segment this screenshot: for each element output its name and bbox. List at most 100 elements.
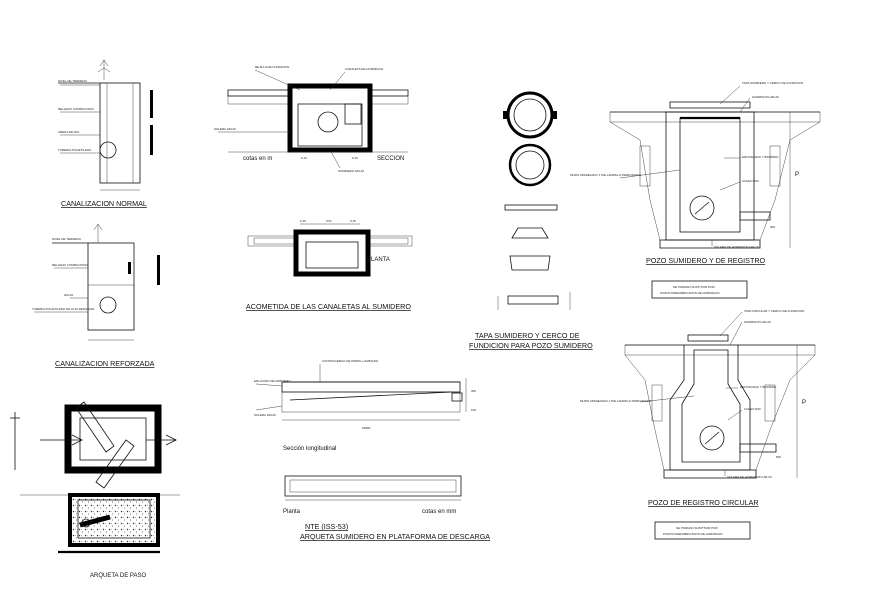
pc-callout-5: COLECTOR [727, 407, 761, 421]
svg-text:NIVEL DE TERRENO: NIVEL DE TERRENO [52, 237, 82, 241]
ac-dim-b2: 0.15 [352, 156, 358, 160]
pc-callout-1: TAPA CIRCULAR Y CERCO DE FUNDICION [719, 309, 804, 337]
ps-callout-1: TAPA SUMIDERO Y CERCO DE FUNDICION [719, 81, 803, 105]
svg-text:SOLERA DE HORMIGON HM-20: SOLERA DE HORMIGON HM-20 [727, 475, 772, 479]
svg-text:CONTRACERCO DE PERFIL LAMINADO: CONTRACERCO DE PERFIL LAMINADO [322, 359, 379, 363]
ps-note-1: SE PODRAN SUSTITUIR POR [673, 285, 716, 289]
acometida-planta-label: PLANTA [367, 257, 390, 263]
ps-dim: 300 [770, 225, 775, 229]
arqueta-paso-title: ARQUETA DE PASO [90, 573, 146, 579]
ac-dim-3: 0.15 [350, 219, 356, 223]
svg-text:ENLUCIDO DE MORTERO: ENLUCIDO DE MORTERO [254, 379, 291, 383]
arqueta-sumidero-plan: Planta cotas en mm NTE (ISS-53) ARQUETA … [283, 475, 490, 541]
ac-callout-2: CANALETA DE HORMIGON [329, 67, 383, 91]
cn-callout-4: TUBERIA POLIETILENO [58, 148, 100, 154]
svg-text:HORMIGON HM-20: HORMIGON HM-20 [744, 320, 771, 324]
tapa-title-1: TAPA SUMIDERO Y CERCO DE [475, 331, 580, 340]
ac-callout-1: REJILLA DE FUNDICION [254, 65, 301, 91]
canalizacion-normal-title: CANALIZACION NORMAL [61, 199, 147, 208]
pc-callout-4: MURO APAREJADO 1 PIE LADRILLO PERFORADO [580, 395, 695, 403]
ps-callout-3: ENFOSCADO Y BRUÑIDO [724, 154, 779, 159]
svg-text:SOLERA DE HORMIGON HM-20: SOLERA DE HORMIGON HM-20 [714, 245, 759, 249]
ps-note-box [651, 280, 748, 299]
tapa-sumidero-drawing: TAPA SUMIDERO Y CERCO DE FUNDICION PARA … [469, 91, 593, 350]
svg-text:TUBERIA POLIETILENO: TUBERIA POLIETILENO [58, 148, 92, 152]
pc-callout-6: SOLERA DE HORMIGON HM-20 [724, 470, 772, 479]
as-dim-length: 22800 [362, 426, 371, 430]
pozo-sumidero-drawing: P 300 TAPA SUMIDERO Y CERCO DE FUNDICION… [570, 81, 821, 299]
cr-callout-3: HM-20 [64, 293, 88, 299]
svg-text:ARENA DE RIO: ARENA DE RIO [58, 130, 80, 134]
svg-text:COLECTOR: COLECTOR [742, 179, 759, 183]
ps-callout-5: COLECTOR [719, 179, 759, 191]
svg-text:RELLENO COMPACTADO: RELLENO COMPACTADO [52, 263, 89, 267]
pc-callout-3: ENFOSCADO Y BRUÑIDO [726, 384, 777, 389]
ac-dim-2: 0.51 [326, 219, 332, 223]
svg-text:ENFOSCADO Y BRUÑIDO: ENFOSCADO Y BRUÑIDO [742, 154, 779, 159]
pozo-circular-title: POZO DE REGISTRO CIRCULAR [648, 498, 759, 507]
pc-note-box [654, 521, 751, 540]
ac-callout-3: SOLERA HM-20 [214, 127, 290, 133]
svg-text:ENFOSCADO Y BRUÑIDO: ENFOSCADO Y BRUÑIDO [740, 384, 777, 389]
as-callout-2: ENLUCIDO DE MORTERO [254, 379, 291, 387]
as-callout-3: SOLERA HM-20 [254, 405, 283, 417]
arqueta-paso-section: ARQUETA DE PASO [20, 493, 180, 579]
svg-text:SOLERA HM-20: SOLERA HM-20 [254, 413, 276, 417]
pc-dim: 500 [776, 455, 781, 459]
ac-callout-4: SUMIDERO HM-20 [329, 149, 364, 173]
ps-callout-2: HORMIGON HM-20 [739, 95, 779, 113]
cr-callout-4: TUBERIA POLIETILENO DE ALTA DENSIDAD [32, 307, 95, 313]
svg-text:RELLENO COMPACTADO: RELLENO COMPACTADO [58, 107, 95, 111]
pc-p-label: P [802, 400, 806, 406]
ps-callout-6: SOLERA DE HORMIGON HM-20 [711, 240, 759, 249]
svg-text:MURO APAREJADO 1 PIE LADRILLO: MURO APAREJADO 1 PIE LADRILLO PERFORADO [580, 399, 652, 403]
svg-text:HM-20: HM-20 [64, 293, 73, 297]
ps-p-label: P [795, 172, 799, 178]
canalizacion-reforzada-title: CANALIZACION REFORZADA [55, 359, 155, 368]
svg-text:COLECTOR: COLECTOR [744, 407, 761, 411]
arqueta-sumidero-section: 300 100 22800 CONTRACERCO DE PERFIL LAMI… [254, 359, 476, 452]
canalizacion-normal-drawing: NIVEL DE TERRENO RELLENO COMPACTADO AREN… [58, 59, 153, 208]
svg-text:HORMIGON HM-20: HORMIGON HM-20 [752, 95, 779, 99]
as-nte-label: NTE (ISS-53) [305, 522, 348, 531]
svg-text:TUBERIA POLIETILENO DE ALTA DE: TUBERIA POLIETILENO DE ALTA DENSIDAD [32, 307, 95, 311]
pc-note-1: SE PODRAN SUSTITUIR POR [676, 526, 719, 530]
svg-text:MURO APAREJADO 1 PIE LADRILLO: MURO APAREJADO 1 PIE LADRILLO PERFORADO [570, 173, 642, 177]
acometida-cotas-label: cotas en m [243, 156, 272, 162]
pozo-sumidero-title: POZO SUMIDERO Y DE REGISTRO [646, 256, 766, 265]
cn-callout-1: NIVEL DE TERRENO [58, 79, 100, 86]
canalizacion-reforzada-drawing: NIVEL DE TERRENO RELLENO COMPACTADO HM-2… [32, 223, 160, 368]
pozo-circular-drawing: P 500 TAPA CIRCULAR Y CERCO DE FUNDICION… [580, 309, 816, 540]
svg-text:REJILLA DE FUNDICION: REJILLA DE FUNDICION [255, 65, 289, 69]
acometida-section: REJILLA DE FUNDICION CANALETA DE HORMIGO… [214, 65, 409, 173]
as-planta-label: Planta [283, 509, 301, 515]
svg-text:SUMIDERO HM-20: SUMIDERO HM-20 [338, 169, 364, 173]
ps-callout-4: MURO APAREJADO 1 PIE LADRILLO PERFORADO [570, 169, 681, 179]
as-seccion-label: Sección longitudinal [283, 446, 336, 452]
ps-note-2: POZOS PREFABRICADOS DE HORMIGON [660, 291, 720, 295]
tapa-title-2: FUNDICION PARA POZO SUMIDERO [469, 341, 593, 350]
svg-text:NIVEL DE TERRENO: NIVEL DE TERRENO [58, 79, 88, 83]
ac-dim-1: 0.15 [300, 219, 306, 223]
svg-text:TAPA CIRCULAR Y CERCO DE FUNDI: TAPA CIRCULAR Y CERCO DE FUNDICION [744, 309, 804, 313]
svg-text:SOLERA HM-20: SOLERA HM-20 [214, 127, 236, 131]
cr-callout-2: RELLENO COMPACTADO [52, 263, 89, 269]
acometida-plan: 0.15 0.51 0.15 PLANTA ACOMETIDA DE LAS C… [246, 219, 413, 311]
cn-callout-3: ARENA DE RIO [58, 130, 100, 136]
pc-note-2: POZOS PREFABRICADOS DE HORMIGON [663, 532, 723, 536]
cr-callout-1: NIVEL DE TERRENO [52, 237, 82, 241]
as-title: ARQUETA SUMIDERO EN PLATAFORMA DE DESCAR… [300, 532, 490, 541]
acometida-seccion-label: SECCION [377, 156, 404, 162]
svg-text:TAPA SUMIDERO Y CERCO DE FUNDI: TAPA SUMIDERO Y CERCO DE FUNDICION [742, 81, 803, 85]
arqueta-paso-plan [10, 401, 177, 489]
cn-callout-2: RELLENO COMPACTADO [58, 107, 100, 113]
svg-text:CANALETA DE HORMIGON: CANALETA DE HORMIGON [345, 67, 383, 71]
as-cotas-label: cotas en mm [422, 509, 456, 515]
ac-dim-b1: 0.10 [301, 156, 307, 160]
as-callout-1: CONTRACERCO DE PERFIL LAMINADO [319, 359, 379, 382]
pc-callout-2: HORMIGON HM-20 [729, 320, 771, 346]
as-dim-300: 300 [471, 389, 476, 393]
acometida-title: ACOMETIDA DE LAS CANALETAS AL SUMIDERO [246, 302, 411, 311]
as-dim-100: 100 [471, 408, 476, 412]
